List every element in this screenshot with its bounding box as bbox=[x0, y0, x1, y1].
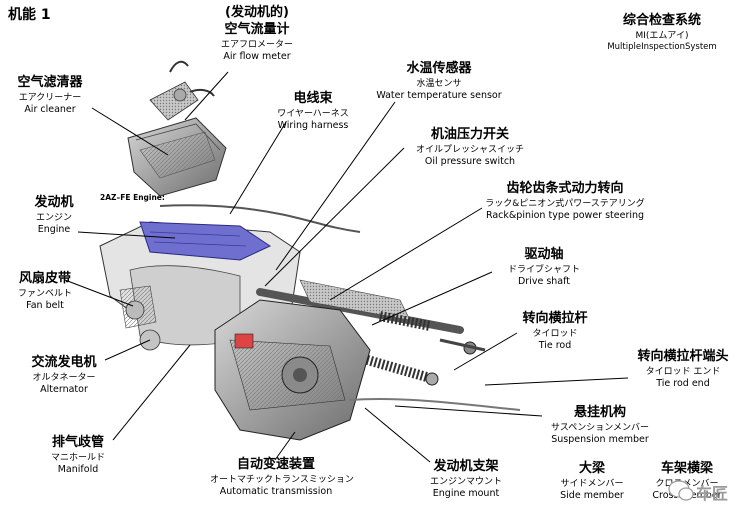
label-jp: ワイヤーハーネス bbox=[277, 108, 349, 119]
label-jp: タイロッド bbox=[532, 328, 578, 339]
label-jp: ドライブシャフト bbox=[507, 264, 580, 275]
chat-bubble-icon bbox=[668, 480, 694, 501]
label-alternator: 交流发电机 オルタネーター Alternator bbox=[24, 355, 104, 396]
label-engine: 发动机 エンジン Engine bbox=[22, 195, 86, 236]
label-jp: サスペンションメンバー bbox=[551, 422, 649, 433]
label-jp: エアクリーナー bbox=[18, 92, 82, 103]
engine-drawing bbox=[99, 221, 301, 351]
label-en: Side member bbox=[560, 490, 624, 502]
label-fan-belt: 风扇皮带 ファンベルト Fan belt bbox=[8, 271, 82, 312]
drive-shaft-drawing bbox=[338, 347, 439, 386]
label-en: MultipleInspectionSystem bbox=[607, 42, 717, 53]
label-oil-pressure-switch: 机油压力开关 オイルプレッシャスイッチ Oil pressure switch bbox=[410, 127, 530, 168]
label-jp: オイルプレッシャスイッチ bbox=[415, 144, 524, 155]
watermark: 车匠 bbox=[668, 478, 750, 504]
label-zh: 驱动轴 bbox=[524, 247, 564, 262]
label-jp: ラック&ピニオン式パワーステアリング bbox=[485, 198, 645, 209]
label-multiple-inspection-system: 综合检查系统 MI(エムアイ) MultipleInspectionSystem bbox=[598, 13, 726, 53]
label-en: Manifold bbox=[57, 464, 99, 476]
label-zh: 齿轮齿条式动力转向 bbox=[506, 181, 624, 196]
label-zh: 风扇皮带 bbox=[18, 271, 71, 286]
label-zh: 电线束 bbox=[293, 91, 333, 106]
watermark-text: 车匠 bbox=[696, 484, 729, 503]
label-en: Tie rod end bbox=[656, 378, 710, 390]
label-jp: オートマチックトランスミッション bbox=[210, 474, 354, 485]
label-side-member: 大梁 サイドメンバー Side member bbox=[552, 461, 632, 502]
label-zh: 水温传感器 bbox=[406, 61, 472, 76]
label-en: Fan belt bbox=[26, 300, 64, 312]
label-zh: 交流发电机 bbox=[31, 355, 97, 370]
label-wiring-harness: 电线束 ワイヤーハーネス Wiring harness bbox=[268, 91, 358, 132]
label-suspension-member: 悬挂机构 サスペンションメンバー Suspension member bbox=[540, 405, 660, 446]
label-jp: マニホールド bbox=[50, 452, 105, 463]
transmission-drawing bbox=[214, 299, 371, 441]
label-drive-shaft: 驱动轴 ドライブシャフト Drive shaft bbox=[496, 247, 592, 288]
air-flow-meter-drawing bbox=[149, 60, 215, 121]
label-zh: 转向横拉杆端头 bbox=[637, 349, 729, 364]
label-zh: 机油压力开关 bbox=[430, 127, 509, 142]
label-en: Oil pressure switch bbox=[424, 156, 516, 168]
label-air-flow-meter: (发动机的) 空气流量计 エアフロメーター Air flow meter bbox=[205, 5, 309, 63]
label-zh: 转向横拉杆 bbox=[522, 311, 588, 326]
label-jp: サイドメンバー bbox=[560, 478, 624, 489]
label-zh: 排气歧管 bbox=[51, 435, 104, 450]
label-zh: 空气滤清器 bbox=[17, 75, 83, 90]
label-jp: 水温センサ bbox=[416, 78, 462, 89]
label-automatic-transmission: 自动变速装置 オートマチックトランスミッション Automatic transm… bbox=[210, 457, 354, 498]
label-en: Engine mount bbox=[432, 488, 500, 500]
label-en: Engine bbox=[37, 224, 71, 236]
label-tie-rod-end: 转向横拉杆端头 タイロッド エンド Tie rod end bbox=[625, 349, 741, 390]
label-water-temperature-sensor: 水温传感器 水温センサ Water temperature sensor bbox=[375, 61, 503, 102]
label-zh-prefix: (发动机的) bbox=[225, 5, 289, 20]
label-zh: 空气流量计 bbox=[224, 21, 290, 37]
label-en: Tie rod bbox=[538, 340, 572, 352]
label-en: Wiring harness bbox=[277, 120, 349, 132]
leader-lines bbox=[64, 71, 629, 463]
label-rack-pinion-steering: 齿轮齿条式动力转向 ラック&ピニオン式パワーステアリング Rack&pinion… bbox=[470, 181, 660, 222]
label-jp: MI(エムアイ) bbox=[635, 30, 689, 41]
air-cleaner-drawing bbox=[127, 117, 227, 197]
engine-code-label: 2AZ–FE Engine: bbox=[100, 193, 165, 202]
label-jp: ファンベルト bbox=[17, 288, 72, 299]
label-zh: 大梁 bbox=[578, 461, 605, 476]
label-en: Air flow meter bbox=[223, 51, 291, 63]
label-air-cleaner: 空气滤清器 エアクリーナー Air cleaner bbox=[6, 75, 94, 116]
suspension-member-drawing bbox=[349, 397, 521, 411]
label-en: Automatic transmission bbox=[219, 486, 333, 498]
label-jp: タイロッド エンド bbox=[645, 366, 721, 377]
label-zh: 车架横梁 bbox=[660, 461, 713, 476]
label-zh: 自动变速装置 bbox=[236, 457, 315, 472]
label-engine-mount: 发动机支架 エンジンマウント Engine mount bbox=[420, 459, 512, 500]
label-en: Suspension member bbox=[551, 434, 649, 446]
page-title: 机能 1 bbox=[8, 7, 51, 23]
label-jp: エアフロメーター bbox=[220, 39, 293, 50]
label-zh: 悬挂机构 bbox=[573, 405, 626, 420]
label-zh: 综合检查系统 bbox=[622, 13, 701, 28]
label-tie-rod: 转向横拉杆 タイロッド Tie rod bbox=[510, 311, 600, 352]
engine-head-cover bbox=[139, 221, 272, 261]
label-jp: エンジンマウント bbox=[429, 476, 502, 487]
wiring-harness-drawing bbox=[159, 204, 361, 233]
label-en: Rack&pinion type power steering bbox=[485, 210, 645, 222]
label-en: Alternator bbox=[40, 384, 88, 396]
label-en: Water temperature sensor bbox=[376, 90, 502, 102]
label-en: Air cleaner bbox=[24, 104, 76, 116]
label-jp: オルタネーター bbox=[32, 372, 96, 383]
label-en: Drive shaft bbox=[517, 276, 571, 288]
label-jp: エンジン bbox=[35, 212, 72, 223]
label-zh: 发动机 bbox=[34, 195, 74, 210]
label-manifold: 排气歧管 マニホールド Manifold bbox=[42, 435, 114, 476]
label-zh: 发动机支架 bbox=[433, 459, 499, 474]
